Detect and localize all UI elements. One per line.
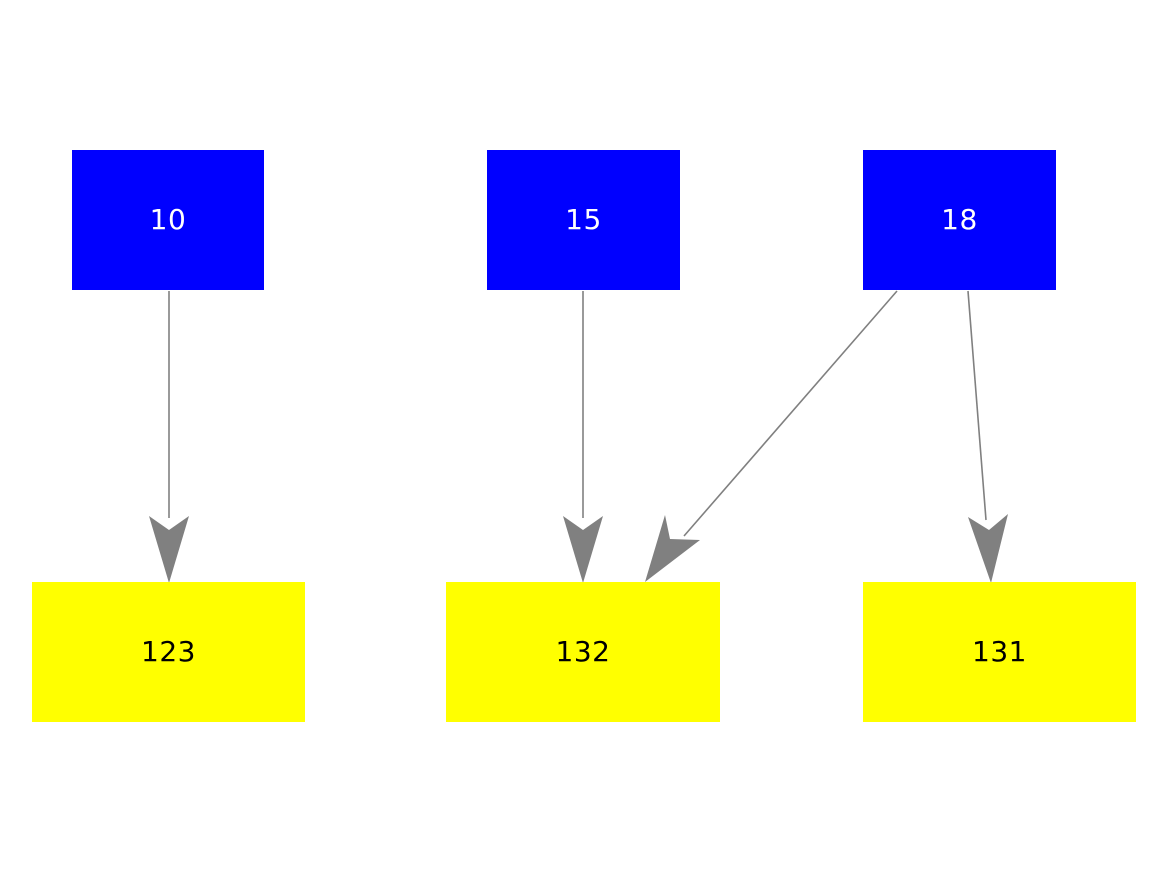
edge-18-to-131 (967, 290, 1008, 583)
node-label: 132 (555, 635, 611, 668)
node-label: 10 (149, 203, 187, 236)
node-label: 123 (141, 635, 196, 668)
graph-node-123[interactable]: 123 (32, 582, 305, 722)
arrowhead-icon (563, 516, 603, 583)
node-label: 131 (972, 635, 1027, 668)
arrowhead-icon (149, 516, 189, 583)
graph-node-18[interactable]: 18 (863, 150, 1056, 290)
edge-line (683, 290, 898, 537)
edge-18-to-132 (645, 290, 898, 582)
edge-15-to-132 (563, 291, 603, 583)
node-label: 18 (941, 203, 978, 236)
arrowhead-icon (645, 515, 700, 582)
node-label: 15 (565, 203, 602, 236)
graph-node-15[interactable]: 15 (487, 150, 680, 290)
edge-line (967, 290, 987, 521)
edge-10-to-123 (149, 291, 189, 583)
graph-node-10[interactable]: 10 (72, 150, 264, 290)
graph-node-132[interactable]: 132 (446, 582, 720, 722)
graph-node-131[interactable]: 131 (863, 582, 1136, 722)
arrowhead-icon (968, 514, 1008, 583)
